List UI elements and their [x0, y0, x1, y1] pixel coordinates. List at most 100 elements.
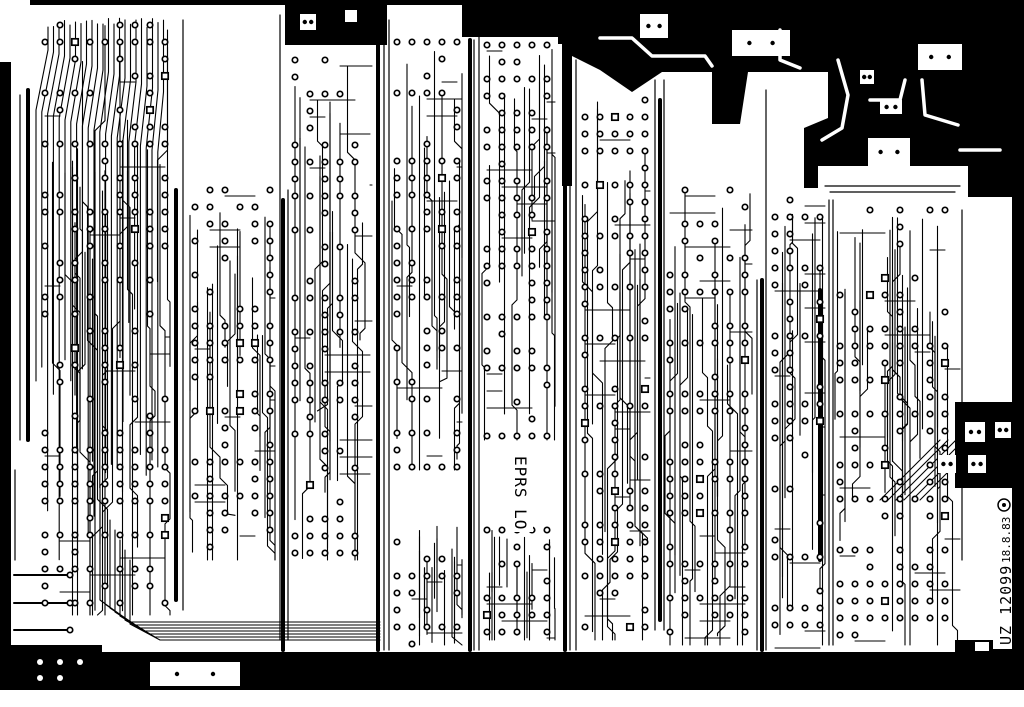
pad	[836, 410, 844, 418]
pad	[41, 293, 49, 301]
pad	[726, 594, 734, 602]
pad	[881, 512, 889, 520]
pad	[423, 572, 431, 580]
pad	[926, 393, 934, 401]
pad	[266, 492, 274, 500]
pad	[393, 538, 401, 546]
pad	[306, 532, 314, 540]
pad	[321, 209, 329, 217]
trace-layer	[13, 10, 981, 652]
pad	[408, 293, 416, 301]
pad	[438, 572, 446, 580]
pad	[206, 339, 214, 347]
trace	[124, 549, 381, 638]
trace	[256, 334, 261, 472]
pad	[581, 130, 589, 138]
pad	[393, 191, 401, 199]
copper-fill	[955, 402, 1012, 488]
pad	[221, 254, 229, 262]
pad	[86, 463, 94, 471]
pad	[408, 640, 416, 648]
pad	[191, 356, 199, 364]
pad	[408, 276, 416, 284]
pad	[771, 536, 779, 544]
pad	[596, 334, 604, 342]
pad	[56, 378, 64, 386]
trace	[119, 539, 381, 635]
pad	[641, 555, 649, 563]
pad	[581, 232, 589, 240]
pad	[836, 580, 844, 588]
trace	[126, 170, 134, 616]
pad	[146, 582, 154, 590]
board-label: EPRS LO	[511, 456, 530, 530]
trace	[41, 25, 55, 368]
pad	[681, 339, 689, 347]
pad	[581, 300, 589, 308]
pad	[641, 402, 649, 410]
pad	[543, 228, 551, 236]
pad	[816, 298, 824, 306]
pad-square	[160, 513, 170, 523]
pad	[221, 186, 229, 194]
pad	[291, 396, 299, 404]
pad	[101, 361, 109, 369]
pad	[41, 208, 49, 216]
pad	[453, 38, 461, 46]
pad	[626, 249, 634, 257]
pad	[56, 38, 64, 46]
pad	[56, 259, 64, 267]
pad	[611, 334, 619, 342]
pad	[696, 220, 704, 228]
pad	[941, 444, 949, 452]
pad	[56, 276, 64, 284]
pad	[423, 174, 431, 182]
pad	[221, 458, 229, 466]
pad	[266, 186, 274, 194]
pad-square	[880, 375, 890, 385]
trace	[448, 180, 461, 471]
pad	[896, 393, 904, 401]
pad	[206, 186, 214, 194]
pad	[131, 395, 139, 403]
pad-hole	[867, 74, 872, 80]
trace	[946, 344, 959, 646]
pad	[453, 395, 461, 403]
pad	[626, 283, 634, 291]
pad	[498, 245, 506, 253]
pad-square	[70, 37, 80, 47]
pad	[453, 463, 461, 471]
pad	[626, 181, 634, 189]
pad	[513, 611, 521, 619]
pad	[101, 276, 109, 284]
pad	[236, 305, 244, 313]
pad	[528, 364, 536, 372]
pad	[801, 604, 809, 612]
pad	[666, 594, 674, 602]
pad	[596, 402, 604, 410]
trace	[679, 292, 684, 646]
pad	[266, 526, 274, 534]
pad-square	[610, 486, 620, 496]
pad	[423, 157, 431, 165]
trace	[264, 216, 276, 551]
pad	[816, 621, 824, 629]
pad	[221, 526, 229, 534]
pad	[881, 342, 889, 350]
pad	[611, 470, 619, 478]
pad	[513, 211, 521, 219]
pad	[423, 429, 431, 437]
pad	[101, 174, 109, 182]
pad	[641, 334, 649, 342]
pad	[786, 247, 794, 255]
pad	[786, 230, 794, 238]
pad	[596, 130, 604, 138]
pad	[321, 549, 329, 557]
pad	[251, 322, 259, 330]
pad	[881, 614, 889, 622]
pad	[543, 92, 551, 100]
pad	[711, 390, 719, 398]
pad	[498, 177, 506, 185]
pad	[626, 232, 634, 240]
pad	[741, 509, 749, 517]
